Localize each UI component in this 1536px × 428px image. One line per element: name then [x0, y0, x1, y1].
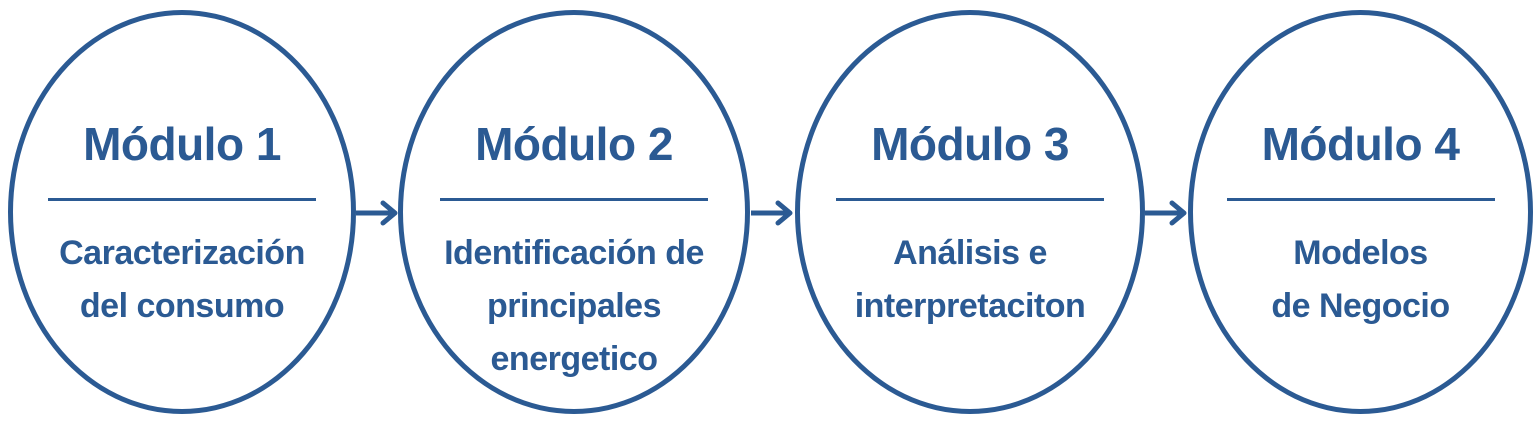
module-3-circle: Módulo 3 Análisis e interpretaciton: [795, 10, 1145, 414]
divider: [440, 198, 708, 201]
arrow-right-icon: [356, 200, 398, 226]
module-title: Módulo 2: [475, 118, 673, 170]
arrow-right-icon: [1145, 200, 1187, 226]
module-description: Análisis e interpretaciton: [800, 227, 1140, 333]
description-line: del consumo: [79, 287, 285, 325]
module-1-circle: Módulo 1 Caracterización del consumo: [8, 10, 356, 414]
module-2-circle: Módulo 2 Identificación de principales e…: [398, 10, 750, 414]
description-line: Identificación de: [444, 234, 704, 272]
module-4-circle: Módulo 4 Modelos de Negocio: [1188, 10, 1533, 414]
arrow-right-icon: [751, 200, 793, 226]
description-line: Análisis e: [893, 234, 1047, 272]
module-description: Caracterización del consumo: [13, 227, 351, 333]
divider: [48, 198, 316, 201]
description-line: interpretaciton: [854, 287, 1086, 325]
module-description: Modelos de Negocio: [1193, 227, 1528, 333]
divider: [836, 198, 1104, 201]
module-title: Módulo 3: [871, 118, 1069, 170]
module-description: Identificación de principales energetico: [403, 227, 745, 386]
divider: [1226, 198, 1495, 201]
description-line: Caracterización: [59, 234, 305, 272]
module-title: Módulo 1: [83, 118, 281, 170]
description-line: de Negocio: [1271, 287, 1450, 325]
description-line: energetico: [490, 340, 658, 378]
description-line: principales: [486, 287, 662, 325]
description-line: Modelos: [1293, 234, 1428, 272]
module-title: Módulo 4: [1261, 118, 1460, 170]
